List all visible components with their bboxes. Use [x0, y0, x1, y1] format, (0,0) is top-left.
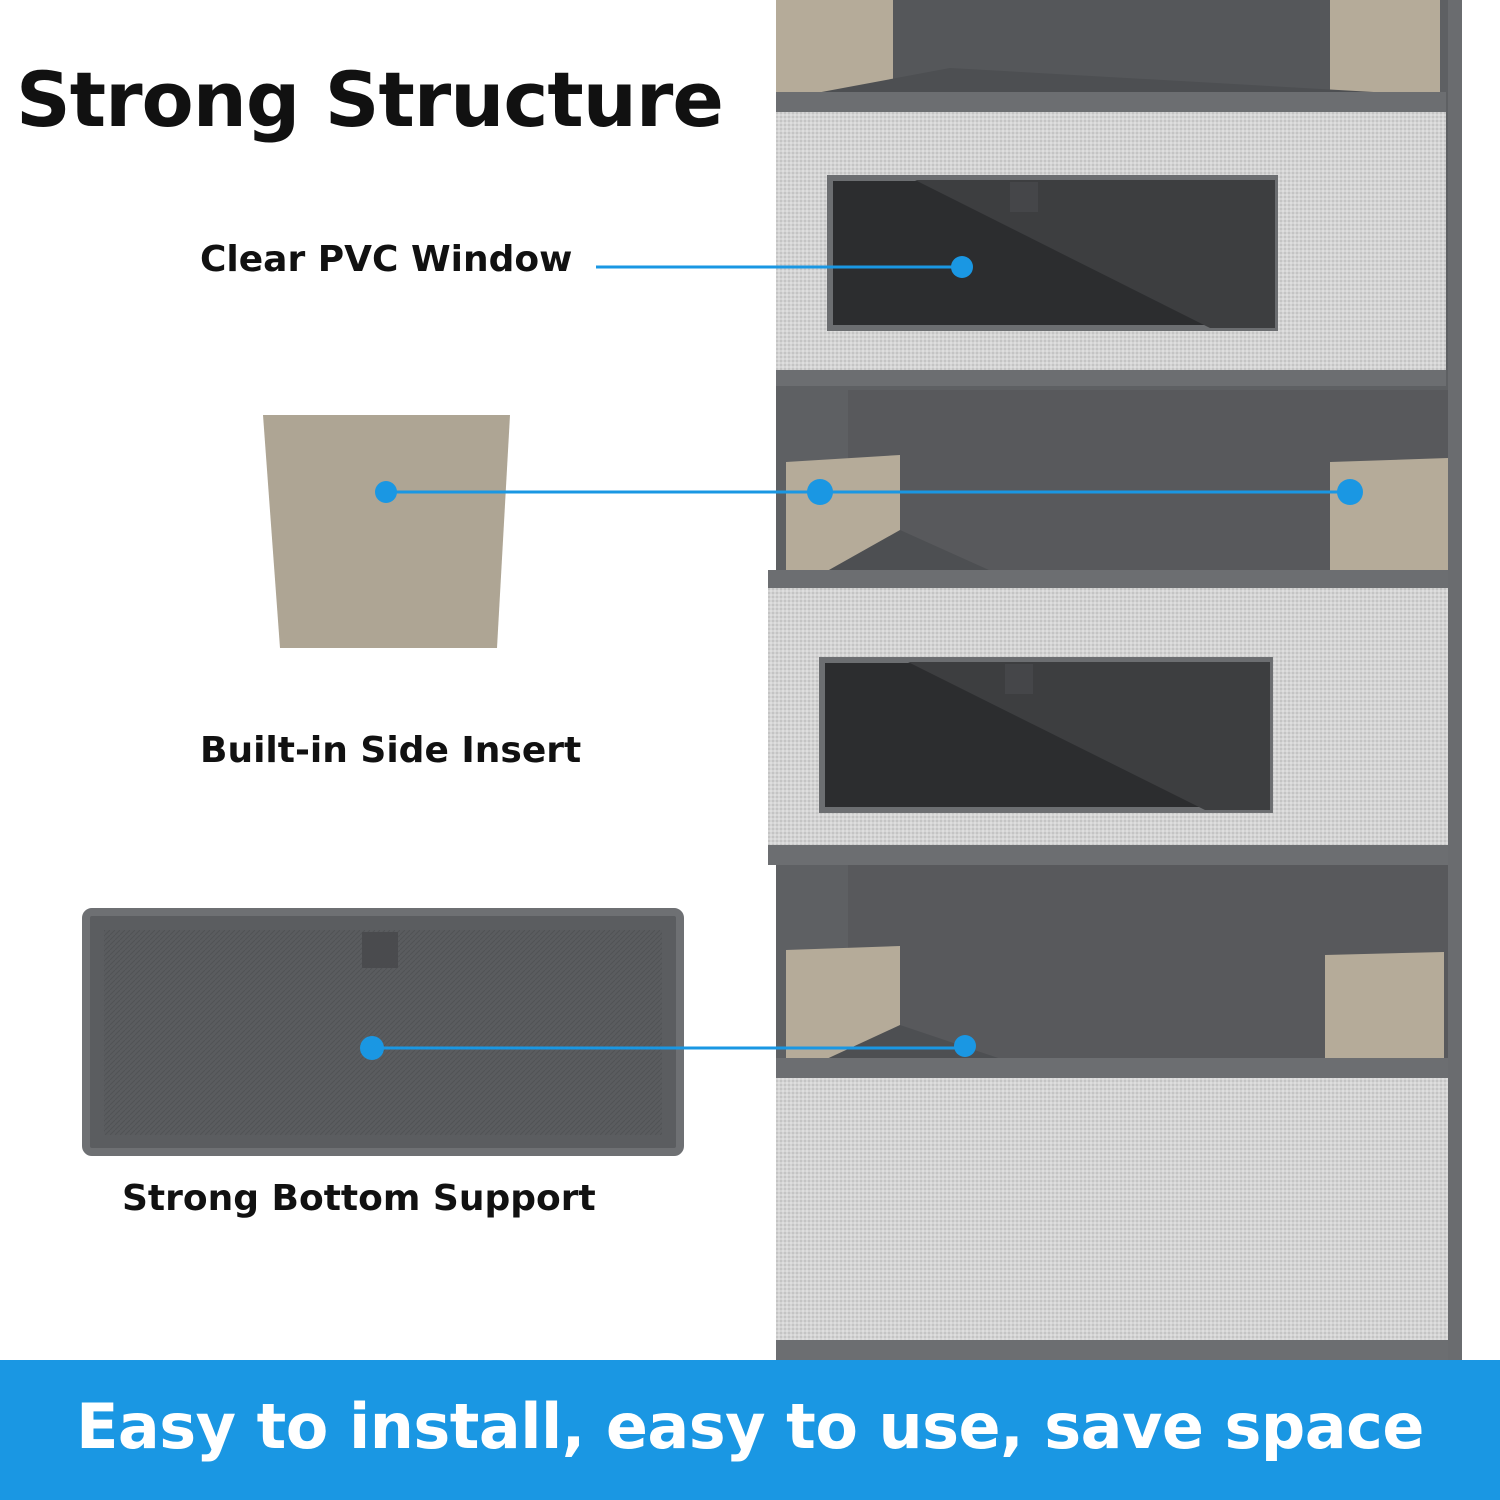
pocket-top: [776, 0, 1446, 386]
callout-bottom-connector: [360, 1035, 976, 1060]
callout-window-connector: [596, 256, 973, 278]
bottom-support-board: [82, 908, 684, 1156]
side-insert-panel: [263, 415, 510, 648]
callout-label-window: Clear PVC Window: [200, 239, 573, 280]
callout-insert-connector: [375, 479, 1363, 505]
callout-label-insert: Built-in Side Insert: [200, 730, 582, 771]
headline: Strong Structure: [16, 55, 724, 144]
footer-banner: Easy to install, easy to use, save space: [0, 1360, 1500, 1500]
pocket-middle: [768, 455, 1448, 865]
pocket-bottom: [776, 946, 1448, 1360]
footer-text: Easy to install, easy to use, save space: [76, 1390, 1424, 1463]
callout-label-bottom: Strong Bottom Support: [122, 1178, 596, 1219]
